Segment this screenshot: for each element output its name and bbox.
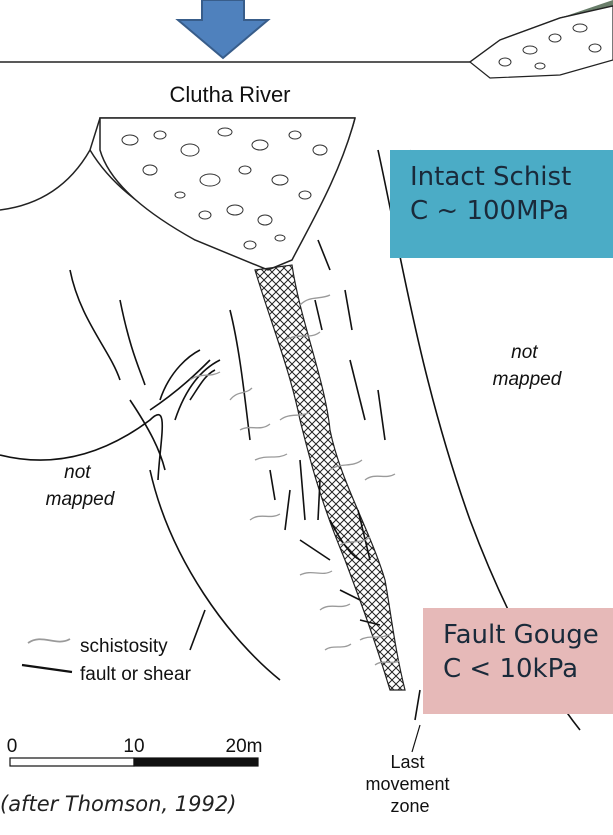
river-label: Clutha River bbox=[169, 82, 290, 107]
scale-tick-20: 20m bbox=[226, 736, 263, 757]
gouge-zone bbox=[255, 265, 405, 690]
scale-bar: 0 10 20m bbox=[7, 736, 263, 766]
intact-schist-title: Intact Schist bbox=[410, 160, 613, 194]
last-movement-pointer bbox=[412, 725, 420, 752]
legend-fault-label: fault or shear bbox=[80, 664, 192, 685]
legend-schistosity-swatch bbox=[28, 639, 70, 643]
not-mapped-right-label: not mapped bbox=[493, 342, 563, 390]
intact-schist-box: Intact Schist C ~ 100MPa bbox=[390, 150, 613, 258]
legend: schistosity fault or shear bbox=[22, 636, 192, 685]
fault-gouge-strength: C < 10kPa bbox=[443, 652, 613, 686]
fault-gouge-box: Fault Gouge C < 10kPa bbox=[423, 608, 613, 714]
legend-fault-swatch bbox=[22, 665, 72, 672]
legend-schistosity-label: schistosity bbox=[80, 636, 168, 657]
fault-gouge-title: Fault Gouge bbox=[443, 618, 613, 652]
not-mapped-left-label: not mapped bbox=[46, 462, 116, 510]
intact-schist-strength: C ~ 100MPa bbox=[410, 194, 613, 228]
scale-tick-0: 0 bbox=[7, 736, 18, 757]
last-movement-zone-label: Last movement zone bbox=[365, 752, 454, 816]
scale-tick-10: 10 bbox=[123, 736, 144, 757]
citation: (after Thomson, 1992) bbox=[0, 792, 236, 816]
